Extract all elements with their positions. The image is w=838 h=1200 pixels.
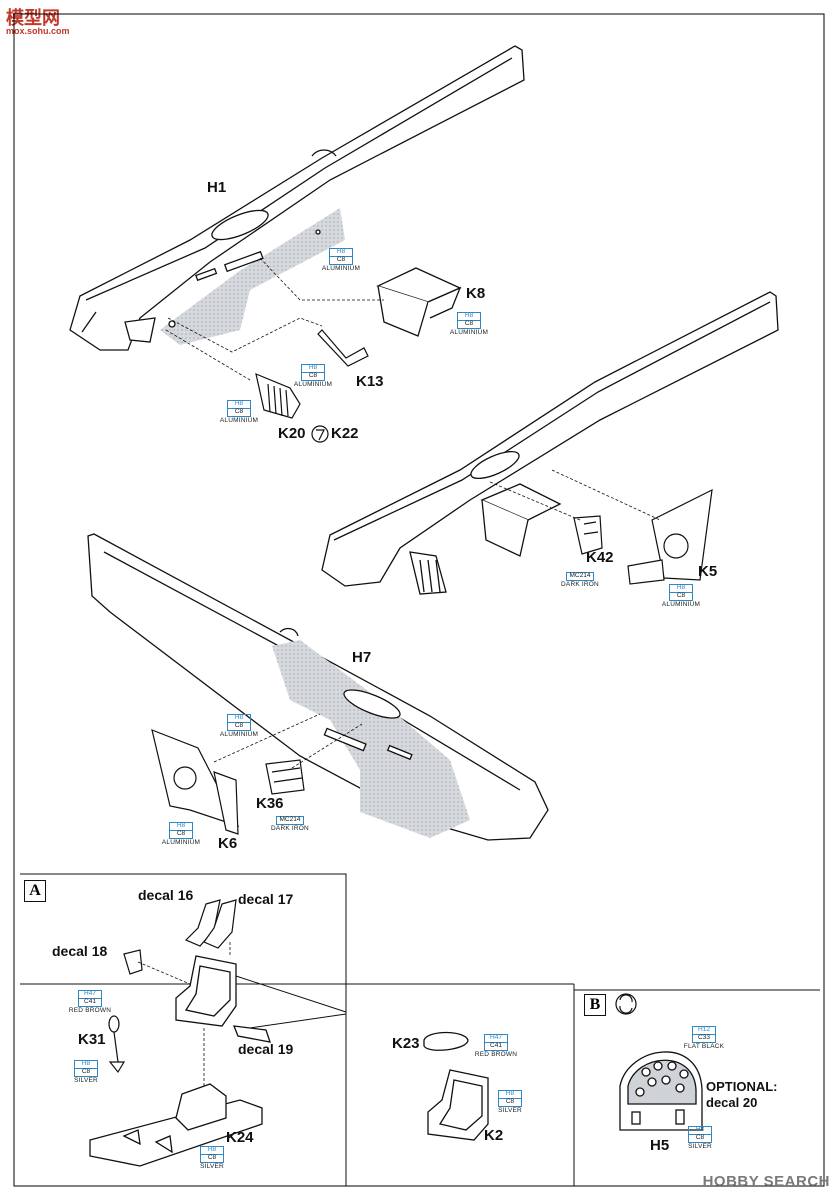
label-decal-20: decal 20: [706, 1095, 758, 1110]
footer-watermark: HOBBY SEARCH: [702, 1173, 830, 1190]
paint-callout-k36: MC214 DARK IRON: [271, 816, 309, 832]
label-decal-18: decal 18: [52, 943, 108, 959]
leader-lines-a: [137, 942, 231, 1086]
label-k42: K42: [586, 549, 614, 566]
instrument-panel-h5: [619, 1051, 703, 1131]
label-k24: K24: [226, 1129, 254, 1146]
seat: [175, 955, 271, 1043]
alternate-parts-icon: [311, 425, 329, 443]
watermark-logo: 模型网: [6, 8, 60, 28]
label-decal-16: decal 16: [138, 887, 194, 903]
seatbelt-decals: [123, 899, 237, 975]
part-k13: [317, 329, 369, 367]
part-k36: [265, 759, 305, 795]
part-k6: [151, 729, 240, 835]
label-k31: K31: [78, 1031, 106, 1048]
part-k8: [376, 267, 462, 337]
leader-lines-h1: [165, 257, 384, 381]
label-k13: K13: [356, 373, 384, 390]
leader-lines-h7: [213, 713, 363, 769]
label-decal-17: decal 17: [238, 891, 294, 907]
label-k8: K8: [466, 285, 486, 302]
leader-lines-right: [489, 469, 661, 521]
label-k20: K20: [278, 425, 306, 442]
part-k31: [108, 1015, 126, 1074]
fuselage-half-right: [321, 291, 779, 595]
section-a-frame: [20, 873, 820, 1186]
label-h5: H5: [650, 1137, 670, 1154]
label-k22: K22: [331, 425, 359, 442]
part-k42: [573, 515, 603, 555]
label-k5: K5: [698, 563, 718, 580]
fuselage-half-h1: [69, 45, 525, 351]
watermark-url: mox.sohu.com: [6, 26, 70, 36]
label-k23: K23: [392, 1035, 420, 1052]
rotate-icon: [615, 993, 637, 1015]
fuselage-half-h7: [87, 533, 549, 841]
label-k36: K36: [256, 795, 284, 812]
label-decal-19: decal 19: [238, 1041, 294, 1057]
label-h7: H7: [352, 649, 372, 666]
part-k20: [255, 373, 301, 419]
paint-callout-k42: MC214 DARK IRON: [561, 572, 599, 588]
seat-k2: [423, 1031, 489, 1141]
label-k6: K6: [218, 835, 238, 852]
step-b-marker: B: [584, 994, 606, 1016]
part-k24: [89, 1083, 263, 1167]
part-k5: [627, 488, 713, 585]
label-optional: OPTIONAL:: [706, 1079, 778, 1094]
step-a-marker: A: [24, 880, 46, 902]
label-h1: H1: [207, 179, 227, 196]
label-k2: K2: [484, 1127, 504, 1144]
